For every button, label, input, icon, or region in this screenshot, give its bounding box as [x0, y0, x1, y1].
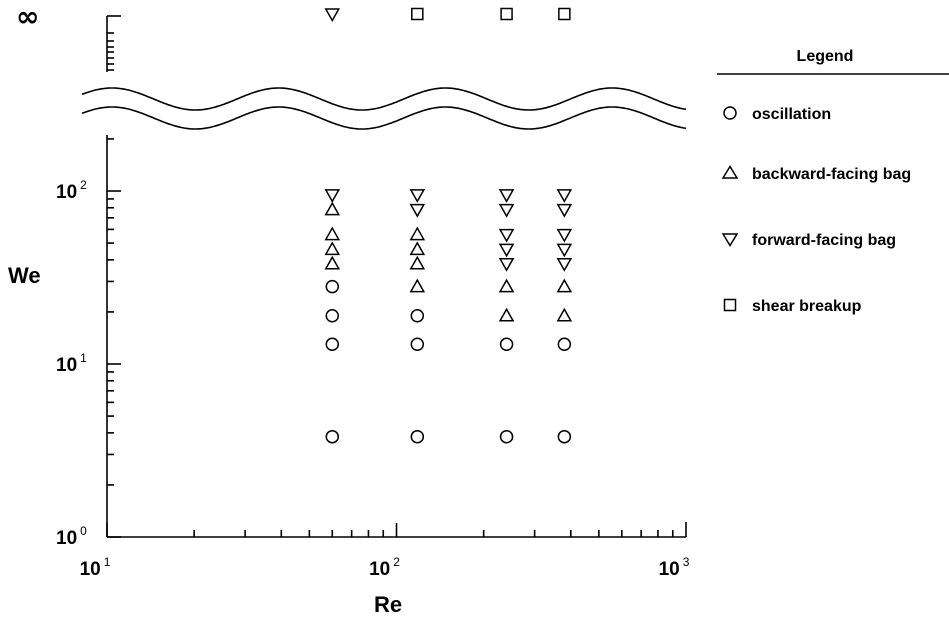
- marker-circle: [499, 429, 514, 444]
- marker-triangle-up: [498, 307, 515, 322]
- legend: Legend oscillation backward-facing bag forw…: [717, 48, 949, 315]
- marker-circle: [410, 337, 425, 352]
- marker-circle: [410, 429, 425, 444]
- marker-circle: [325, 279, 340, 294]
- marker-triangle-up: [324, 226, 341, 241]
- marker-triangle-down: [498, 257, 515, 272]
- marker-triangle-down: [556, 189, 573, 203]
- marker-triangle-down: [498, 243, 515, 258]
- break-wave-lower: [81, 106, 687, 130]
- legend-title: Legend: [797, 48, 854, 65]
- marker-triangle-up: [324, 255, 341, 270]
- marker-circle: [325, 429, 340, 444]
- marker-circle: [325, 337, 340, 352]
- marker-triangle-up: [409, 241, 426, 256]
- legend-label: backward-facing bag: [752, 166, 911, 183]
- marker-triangle-down: [324, 8, 341, 23]
- marker-triangle-up: [324, 241, 341, 256]
- legend-marker-triangle-down: [721, 233, 739, 247]
- marker-triangle-down: [498, 228, 515, 243]
- x-axis-label: Re: [374, 592, 402, 617]
- marker-triangle-down: [324, 189, 341, 203]
- legend-label: oscillation: [752, 106, 831, 123]
- marker-triangle-up: [556, 278, 573, 293]
- marker-triangle-up: [324, 201, 341, 216]
- marker-circle: [557, 337, 572, 352]
- marker-triangle-up: [409, 255, 426, 270]
- marker-triangle-down: [556, 243, 573, 258]
- marker-square: [500, 7, 513, 21]
- y-axis-label: We: [8, 263, 41, 288]
- marker-square: [558, 7, 571, 21]
- marker-triangle-down: [409, 189, 426, 203]
- legend-marker-circle: [723, 106, 737, 120]
- legend-label: forward-facing bag: [752, 232, 896, 249]
- marker-circle: [499, 337, 514, 352]
- marker-circle: [410, 309, 425, 323]
- marker-triangle-down: [498, 189, 515, 203]
- legend-marker-triangle-up: [721, 165, 739, 179]
- marker-triangle-down: [498, 203, 515, 218]
- marker-triangle-up: [409, 278, 426, 293]
- legend-label: shear breakup: [752, 298, 862, 315]
- marker-triangle-down: [409, 203, 426, 218]
- plot-axes: [106, 16, 687, 538]
- marker-triangle-up: [498, 278, 515, 293]
- marker-triangle-down: [556, 203, 573, 218]
- axis-ticks: [106, 15, 674, 538]
- axis-break: [81, 87, 687, 130]
- marker-circle: [557, 429, 572, 444]
- infinity-label: ∞: [16, 0, 39, 33]
- marker-square: [411, 7, 424, 21]
- marker-triangle-down: [556, 257, 573, 272]
- data-markers: [324, 7, 573, 444]
- marker-triangle-up: [409, 226, 426, 241]
- break-wave-upper: [81, 87, 687, 111]
- marker-circle: [325, 309, 340, 323]
- legend-marker-square: [723, 298, 737, 312]
- marker-triangle-up: [556, 307, 573, 322]
- marker-triangle-down: [556, 228, 573, 243]
